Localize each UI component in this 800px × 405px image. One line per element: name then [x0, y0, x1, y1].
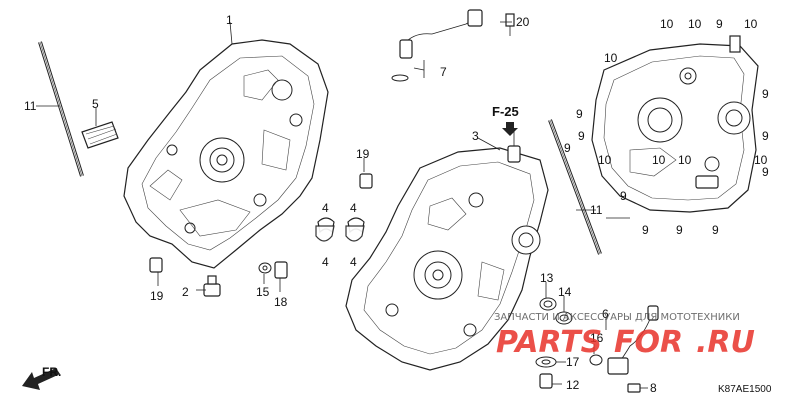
callout-9d: 9: [564, 141, 571, 155]
callout-11b: 11: [590, 203, 603, 217]
callout-9a: 9: [716, 17, 723, 31]
callout-8: 8: [650, 381, 657, 395]
callout-15: 15: [256, 285, 270, 299]
callout-9e: 9: [762, 87, 769, 101]
section-reference: F-25: [492, 104, 519, 119]
callout-4d: 4: [350, 255, 357, 269]
watermark-logo-right: .RU: [696, 325, 755, 360]
callout-9b: 9: [576, 107, 583, 121]
callout-17: 17: [566, 355, 580, 369]
callout-20: 20: [516, 15, 530, 29]
callout-3: 3: [472, 129, 479, 143]
callout-19a: 19: [356, 147, 370, 161]
bolt-12: [539, 373, 553, 389]
callout-10b: 10: [688, 17, 702, 31]
callout-14: 14: [558, 285, 572, 299]
sensor-assembly-bottom: [589, 305, 659, 393]
callout-10g: 10: [754, 153, 768, 167]
callout-12: 12: [566, 378, 580, 392]
oil-seal-13: [539, 297, 557, 311]
callout-9g: 9: [762, 165, 769, 179]
callout-4a: 4: [322, 201, 329, 215]
oil-strainer-screen: [81, 121, 119, 149]
callout-1: 1: [226, 13, 233, 27]
leader-lines: [36, 21, 648, 389]
callout-10f: 10: [652, 153, 666, 167]
callout-10a: 10: [660, 17, 674, 31]
callout-16: 16: [590, 331, 604, 345]
oil-seal-14: [555, 311, 573, 325]
callout-10h: 10: [678, 153, 692, 167]
stud-bolt-right: [548, 119, 602, 255]
callout-7: 7: [440, 65, 447, 79]
callout-4b: 4: [350, 201, 357, 215]
washer-15: [258, 262, 272, 274]
callout-9i: 9: [642, 223, 649, 237]
callout-10e: 10: [598, 153, 612, 167]
watermark: ЗАПЧАСТИ И АКСЕССУАРЫ ДЛЯ МОТОТЕХНИКИ PA…: [494, 312, 755, 360]
left-crankcase: [123, 39, 329, 269]
crankcase-inner-face: [591, 35, 759, 213]
front-direction-arrow: FR.: [22, 365, 61, 390]
callout-9j: 9: [676, 223, 683, 237]
callout-18: 18: [274, 295, 288, 309]
callout-labels: 1 2 3 4 4 4 4 5 6 7 8 9 9 9 9 9 9 9 9 9 …: [24, 13, 769, 395]
section-reference-arrow: [502, 122, 518, 136]
callout-11a: 11: [24, 99, 37, 113]
callout-5: 5: [92, 97, 99, 111]
dowel-18: [274, 261, 288, 279]
callout-9k: 9: [712, 223, 719, 237]
callout-2: 2: [182, 285, 189, 299]
stud-bolt-left: [38, 41, 84, 177]
callout-19b: 19: [150, 289, 164, 303]
callout-10d: 10: [604, 51, 618, 65]
sensor-assembly-top: [391, 9, 515, 82]
dowel-pin-bottom: [149, 257, 163, 273]
callout-10c: 10: [744, 17, 758, 31]
right-crankcase: [345, 130, 549, 371]
callout-4c: 4: [322, 255, 329, 269]
front-label: FR.: [42, 365, 61, 379]
bearing-shells: [315, 217, 365, 242]
watermark-logo-mid: FOR: [614, 325, 683, 360]
watermark-logo-left: PARTS: [496, 325, 602, 360]
callout-6: 6: [602, 307, 609, 321]
watermark-tagline: ЗАПЧАСТИ И АКСЕССУАРЫ ДЛЯ МОТОТЕХНИКИ: [494, 312, 740, 323]
callout-9f: 9: [762, 129, 769, 143]
callout-13: 13: [540, 271, 554, 285]
callout-9h: 9: [620, 189, 627, 203]
callout-9c: 9: [578, 129, 585, 143]
diagram-code: K87AE1500: [718, 384, 772, 395]
drain-bolt: [203, 275, 221, 297]
dowel-pin-top: [359, 173, 373, 189]
